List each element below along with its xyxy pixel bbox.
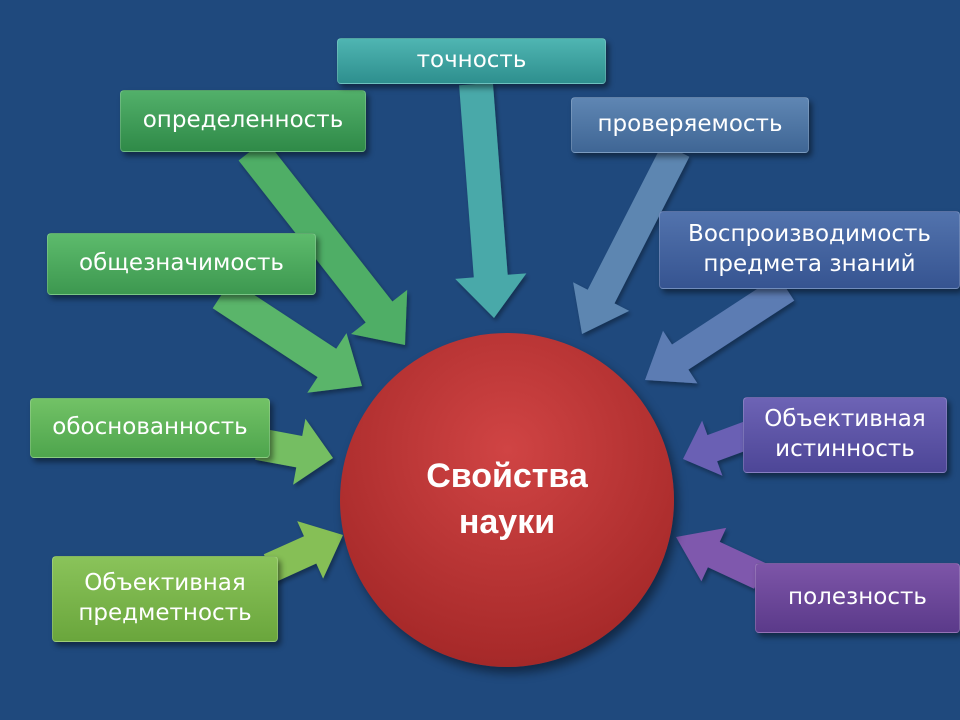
arrow-opredelennost bbox=[238, 139, 408, 345]
center-circle: Свойства науки bbox=[340, 333, 674, 667]
arrow-obosnovannost bbox=[255, 418, 333, 485]
arrow-proveryaemost bbox=[573, 143, 690, 334]
property-box-obosnovannost: обоснованность bbox=[30, 398, 270, 458]
property-box-vosproizvodimost: Воспроизводимость предмета знаний bbox=[659, 211, 960, 289]
property-box-proveryaemost: проверяемость bbox=[571, 97, 809, 153]
arrow-obshcheznachimost bbox=[212, 279, 362, 393]
property-box-opredelennost: определенность bbox=[120, 90, 366, 152]
property-box-obektivnaya-predmetnost: Объективная предметность bbox=[52, 556, 278, 642]
property-box-obshcheznachimost: общезначимость bbox=[47, 233, 316, 295]
arrow-tochnost bbox=[455, 82, 527, 318]
arrow-obektivnaya-predmetnost bbox=[263, 521, 343, 582]
arrow-obektivnaya-istinnost bbox=[683, 420, 753, 476]
arrow-vosproizvodimost bbox=[645, 275, 795, 384]
property-box-poleznost: полезность bbox=[755, 563, 960, 633]
arrow-poleznost bbox=[676, 527, 766, 589]
property-box-obektivnaya-istinnost: Объективная истинность bbox=[743, 397, 947, 473]
property-box-tochnost: точность bbox=[337, 38, 606, 84]
